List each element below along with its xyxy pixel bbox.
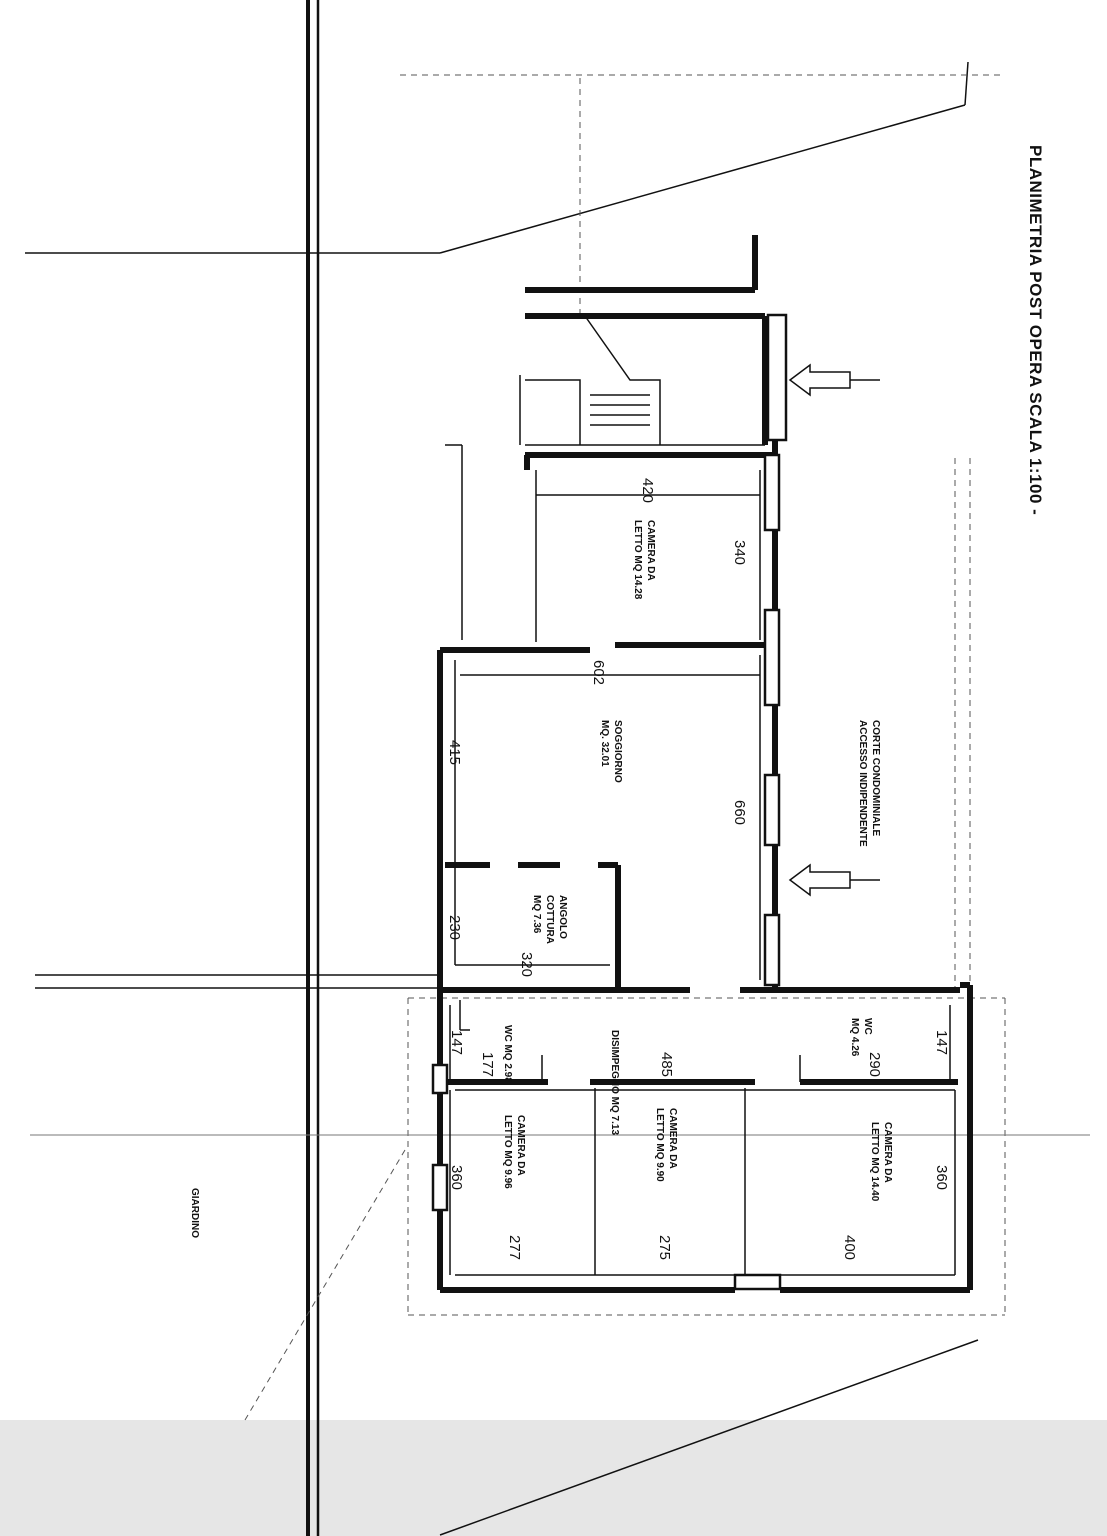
dim-label: 660 bbox=[731, 800, 748, 825]
garden-label: GIARDINO bbox=[189, 1188, 200, 1238]
room-area: MQ. 32.01 bbox=[599, 720, 610, 767]
room-disimpegno: DISIMPEGNO MQ 7.13 bbox=[609, 1030, 620, 1135]
room-name: ANGOLO bbox=[557, 895, 568, 939]
boundary-lines bbox=[25, 0, 979, 1536]
room-cucina: ANGOLO COTTURA MQ 7.36 bbox=[531, 895, 568, 944]
room-camera-b: CAMERA DA LETTO MQ 9.90 bbox=[654, 1108, 678, 1182]
dim-label: 602 bbox=[590, 660, 607, 685]
room-name: CAMERA DA bbox=[882, 1122, 893, 1183]
room-name: CAMERA DA bbox=[515, 1115, 526, 1176]
windows bbox=[431, 313, 788, 1291]
room-name: CAMERA DA bbox=[645, 520, 656, 581]
room-wc-right: WC MQ 4.26 bbox=[849, 1018, 873, 1057]
dim-label: 340 bbox=[731, 540, 748, 565]
dim-label: 275 bbox=[656, 1235, 673, 1260]
court-line1: CORTE CONDOMINIALE bbox=[870, 720, 881, 836]
room-wc-left: WC MQ 2.98 bbox=[502, 1025, 513, 1083]
dim-label: 277 bbox=[506, 1235, 523, 1260]
dim-label: 415 bbox=[446, 740, 463, 765]
dashed-guides bbox=[30, 74, 1090, 1421]
court-line2: ACCESSO INDIPENDENTE bbox=[857, 720, 868, 847]
room-area: LETTO MQ 9.90 bbox=[654, 1108, 665, 1182]
room-area: MQ 4.26 bbox=[849, 1018, 860, 1057]
stair-block bbox=[519, 235, 768, 446]
dim-label: 400 bbox=[841, 1235, 858, 1260]
arrow-icon bbox=[788, 363, 880, 397]
dim-label: 360 bbox=[448, 1165, 465, 1190]
dim-label: 147 bbox=[448, 1030, 465, 1055]
dim-label: 420 bbox=[639, 478, 656, 503]
room-soggiorno: SOGGIORNO MQ. 32.01 bbox=[599, 720, 623, 783]
dim-label: 177 bbox=[479, 1052, 496, 1077]
dim-label: 230 bbox=[446, 915, 463, 940]
room-name-2: COTTURA bbox=[544, 895, 555, 944]
dim-label: 320 bbox=[518, 952, 535, 977]
dim-label: 290 bbox=[866, 1052, 883, 1077]
room-camera-a: CAMERA DA LETTO MQ 9.96 bbox=[502, 1115, 526, 1189]
room-name: CAMERA DA bbox=[667, 1108, 678, 1169]
dimension-lines bbox=[449, 470, 956, 1276]
room-area: LETTO MQ 14.40 bbox=[869, 1122, 880, 1202]
room-area: LETTO MQ 9.96 bbox=[502, 1115, 513, 1189]
page-title: PLANIMETRIA POST OPERA SCALA 1:100 - bbox=[1026, 145, 1045, 515]
room-name: SOGGIORNO bbox=[612, 720, 623, 783]
court-label: CORTE CONDOMINIALE ACCESSO INDIPENDENTE bbox=[857, 720, 881, 847]
room-area: LETTO MQ 14.28 bbox=[632, 520, 643, 600]
dim-label: 485 bbox=[658, 1052, 675, 1077]
room-name: WC bbox=[862, 1018, 873, 1035]
scan-shadow bbox=[0, 1420, 1107, 1536]
room-camera-top: CAMERA DA LETTO MQ 14.28 bbox=[632, 520, 656, 600]
room-camera-c: CAMERA DA LETTO MQ 14.40 bbox=[869, 1122, 893, 1202]
room-area: MQ 7.36 bbox=[531, 895, 542, 934]
arrow-icon bbox=[788, 863, 880, 897]
dim-label: 360 bbox=[933, 1165, 950, 1190]
dim-label: 147 bbox=[933, 1030, 950, 1055]
